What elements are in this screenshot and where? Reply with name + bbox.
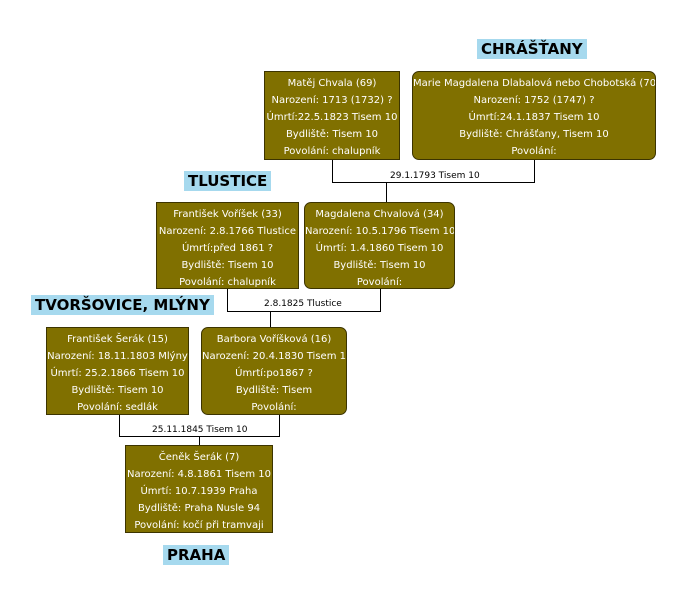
person-residence: Bydliště: Tisem — [235, 385, 313, 396]
place-label-tvorsovice: TVORŠOVICE, MLÝNY — [31, 295, 214, 315]
person-death: Úmrtí:před 1861 ? — [181, 243, 274, 254]
person-occupation: Povolání: — [356, 277, 403, 288]
connector-line — [227, 289, 228, 311]
person-name: Matěj Chvala (69) — [287, 78, 377, 89]
person-birth: Narození: 10.5.1796 Tisem 10 — [305, 226, 454, 237]
person-card-cenek-serak: Čeněk Šerák (7) Narození: 4.8.1861 Tisem… — [125, 445, 273, 533]
person-card-frantisek-serak: František Šerák (15) Narození: 18.11.180… — [46, 327, 189, 415]
person-occupation: Povolání: chalupník — [283, 146, 381, 157]
person-card-barbora-voriskova: Barbora Voříšková (16) Narození: 20.4.18… — [201, 327, 347, 415]
person-name: Čeněk Šerák (7) — [158, 452, 240, 463]
person-residence: Bydliště: Tisem 10 — [285, 129, 379, 140]
connector-line — [534, 160, 535, 182]
person-death: Úmrtí:24.1.1837 Tisem 10 — [468, 112, 600, 123]
person-name: Barbora Voříšková (16) — [216, 334, 332, 345]
person-death: Úmrtí:22.5.1823 Tisem 10 — [266, 112, 398, 123]
connector-line — [199, 436, 200, 445]
person-birth: Narození: 1713 (1732) ? — [271, 95, 393, 106]
connector-line — [386, 182, 387, 202]
person-birth: Narození: 20.4.1830 Tisem 10 — [202, 351, 346, 362]
person-death: Úmrtí: 10.7.1939 Praha — [140, 486, 258, 497]
marriage-label: 29.1.1793 Tisem 10 — [388, 171, 482, 182]
person-birth: Narození: 1752 (1747) ? — [473, 95, 595, 106]
person-death: Úmrtí: 25.2.1866 Tisem 10 — [50, 368, 185, 379]
connector-line — [332, 160, 333, 182]
connector-line — [380, 289, 381, 311]
person-residence: Bydliště: Tisem 10 — [333, 260, 426, 271]
person-occupation: Povolání: chalupník — [179, 277, 276, 288]
person-birth: Narození: 2.8.1766 Tlustice — [158, 226, 297, 237]
connector-line — [227, 311, 381, 312]
person-name: Magdalena Chvalová (34) — [315, 209, 444, 220]
marriage-label: 2.8.1825 Tlustice — [262, 299, 344, 310]
person-birth: Narození: 18.11.1803 Mlýny — [47, 351, 188, 362]
person-death: Úmrtí:po1867 ? — [235, 368, 313, 379]
person-name: František Voříšek (33) — [173, 209, 282, 220]
person-card-matej-chvala: Matěj Chvala (69) Narození: 1713 (1732) … — [264, 71, 400, 160]
place-label-chrastany: CHRÁŠŤANY — [477, 39, 587, 59]
person-death: Úmrtí: 1.4.1860 Tisem 10 — [315, 243, 444, 254]
person-occupation: Povolání: — [511, 146, 557, 157]
person-residence: Bydliště: Praha Nusle 94 — [137, 503, 261, 514]
person-residence: Bydliště: Tisem 10 — [71, 385, 164, 396]
person-occupation: Povolání: kočí při tramvaji — [134, 520, 264, 531]
person-residence: Bydliště: Chrášťany, Tisem 10 — [459, 129, 609, 140]
person-card-frantisek-vorisek: František Voříšek (33) Narození: 2.8.176… — [156, 202, 299, 289]
person-card-marie-magdalena: Marie Magdalena Dlabalová nebo Chobotská… — [412, 71, 656, 160]
connector-line — [332, 182, 535, 183]
person-birth: Narození: 4.8.1861 Tisem 10 — [127, 469, 271, 480]
place-label-tlustice: TLUSTICE — [184, 171, 272, 191]
person-card-magdalena-chvalova: Magdalena Chvalová (34) Narození: 10.5.1… — [304, 202, 455, 289]
person-residence: Bydliště: Tisem 10 — [181, 260, 274, 271]
person-name: Marie Magdalena Dlabalová nebo Chobotská… — [413, 78, 655, 89]
connector-line — [119, 415, 120, 436]
person-occupation: Povolání: — [251, 402, 297, 413]
connector-line — [270, 311, 271, 327]
connector-line — [279, 415, 280, 436]
place-label-praha: PRAHA — [163, 545, 230, 565]
marriage-label: 25.11.1845 Tisem 10 — [150, 425, 250, 436]
person-occupation: Povolání: sedlák — [77, 402, 158, 413]
person-name: František Šerák (15) — [67, 334, 168, 345]
